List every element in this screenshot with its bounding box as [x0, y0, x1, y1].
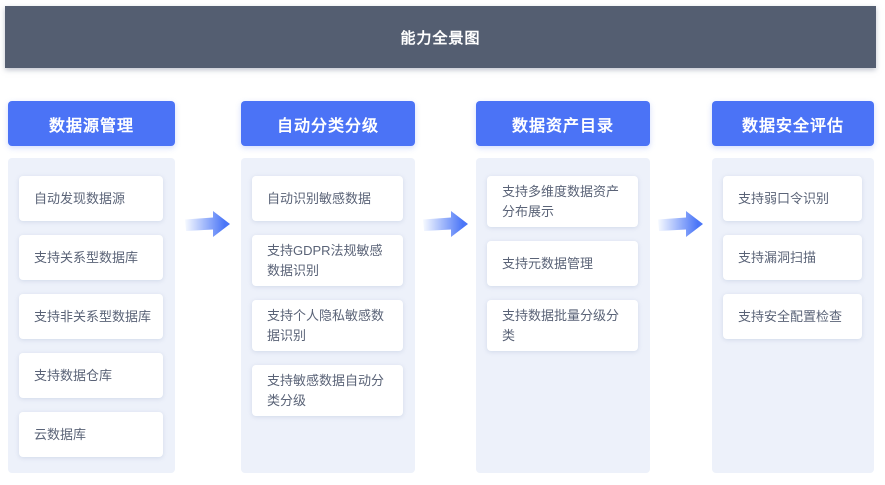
capability-column-4: 数据安全评估支持弱口令识别支持漏洞扫描支持安全配置检查 [712, 101, 874, 473]
capability-card: 支持关系型数据库 [19, 235, 163, 280]
column-panel: 支持多维度数据资产分布展示支持元数据管理支持数据批量分级分类 [476, 158, 650, 473]
capability-column-3: 数据资产目录支持多维度数据资产分布展示支持元数据管理支持数据批量分级分类 [476, 101, 650, 473]
capability-card: 支持GDPR法规敏感数据识别 [252, 235, 403, 286]
column-header: 数据安全评估 [712, 101, 874, 146]
capability-column-1: 数据源管理自动发现数据源支持关系型数据库支持非关系型数据库支持数据仓库云数据库 [8, 101, 175, 473]
capability-card: 支持敏感数据自动分类分级 [252, 365, 403, 416]
capability-card: 支持漏洞扫描 [723, 235, 862, 280]
column-header: 自动分类分级 [241, 101, 415, 146]
capability-card: 支持个人隐私敏感数据识别 [252, 300, 403, 351]
capability-card: 支持非关系型数据库 [19, 294, 163, 339]
capability-card: 支持数据批量分级分类 [487, 300, 638, 351]
flow-arrow [415, 210, 476, 238]
right-arrow-icon [658, 211, 703, 237]
flow-arrow [175, 210, 241, 238]
column-panel: 自动识别敏感数据支持GDPR法规敏感数据识别支持个人隐私敏感数据识别支持敏感数据… [241, 158, 415, 473]
capability-card: 支持元数据管理 [487, 241, 638, 286]
column-panel: 自动发现数据源支持关系型数据库支持非关系型数据库支持数据仓库云数据库 [8, 158, 175, 473]
capability-card: 支持弱口令识别 [723, 176, 862, 221]
capability-card: 自动识别敏感数据 [252, 176, 403, 221]
column-panel: 支持弱口令识别支持漏洞扫描支持安全配置检查 [712, 158, 874, 473]
capability-card: 支持数据仓库 [19, 353, 163, 398]
right-arrow-icon [185, 211, 230, 237]
column-header: 数据源管理 [8, 101, 175, 146]
capability-card: 支持多维度数据资产分布展示 [487, 176, 638, 227]
right-arrow-icon [422, 211, 468, 237]
capability-flow-diagram: 数据源管理自动发现数据源支持关系型数据库支持非关系型数据库支持数据仓库云数据库自… [8, 101, 885, 473]
capability-card: 自动发现数据源 [19, 176, 163, 221]
capability-column-2: 自动分类分级自动识别敏感数据支持GDPR法规敏感数据识别支持个人隐私敏感数据识别… [241, 101, 415, 473]
capability-card: 支持安全配置检查 [723, 294, 862, 339]
flow-arrow [650, 210, 712, 238]
column-header: 数据资产目录 [476, 101, 650, 146]
capability-card: 云数据库 [19, 412, 163, 457]
title-banner: 能力全景图 [5, 6, 876, 68]
capability-panorama-page: 能力全景图 数据源管理自动发现数据源支持关系型数据库支持非关系型数据库支持数据仓… [0, 6, 885, 473]
page-title: 能力全景图 [400, 29, 481, 47]
